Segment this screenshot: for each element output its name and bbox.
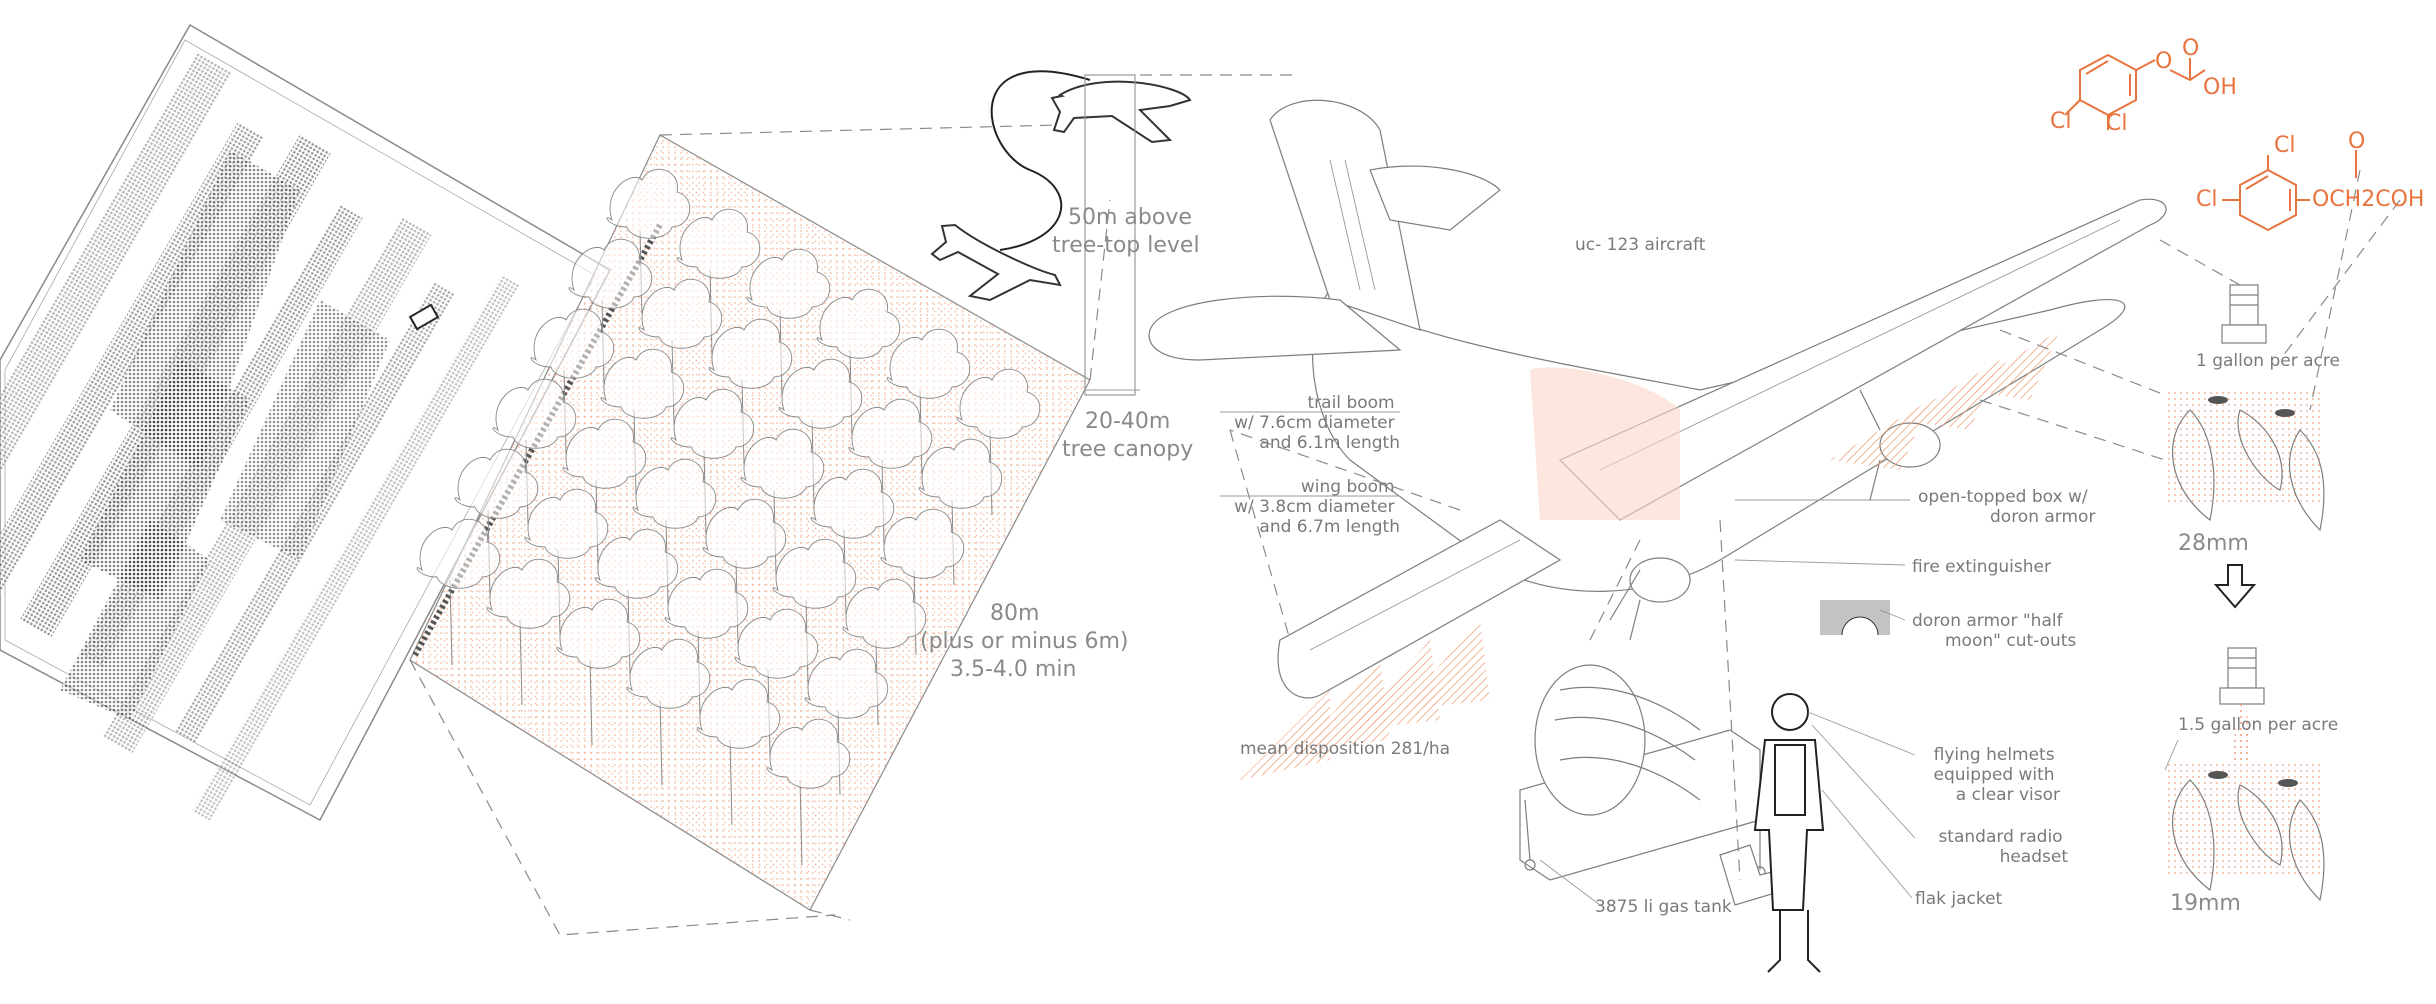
tree-sketch	[746, 248, 831, 396]
swath-label: 80m (plus or minus 6m) 3.5-4.0 min	[920, 601, 1135, 682]
tree-sketch	[778, 358, 863, 506]
tree-sketch	[594, 528, 679, 676]
chemical-structure-b: Cl Cl O OCH2COH	[2196, 129, 2424, 232]
tree-sketch	[804, 648, 889, 796]
svg-text:Cl: Cl	[2274, 133, 2295, 158]
drop2-label: 19mm	[2170, 891, 2241, 916]
svg-text:Cl: Cl	[2196, 187, 2217, 212]
airplane-icon	[1050, 80, 1192, 144]
wing-boom-label: wing boom w/ 3.8cm diameter and 6.7m len…	[1234, 477, 1400, 537]
forest-canopy-block	[409, 124, 1111, 936]
pilot-figure	[1753, 693, 1825, 973]
tree-sketch	[600, 348, 685, 496]
tree-sketch	[766, 718, 851, 866]
canopy-label: 20-40m tree canopy	[1062, 409, 1193, 462]
svg-text:OCH2COH: OCH2COH	[2312, 187, 2424, 212]
altitude-label: 50m above tree-top level	[1052, 205, 1200, 258]
box-label: open-topped box w/ doron armor	[1918, 487, 2095, 527]
drop1-label: 28mm	[2178, 531, 2249, 556]
tree-sketch	[486, 558, 571, 706]
nozzle-icon	[2221, 284, 2267, 344]
extinguisher-label: fire extinguisher	[1912, 557, 2051, 577]
gas-tank-label: 3875 li gas tank	[1595, 897, 1732, 917]
headset-label: standard radio headset	[1938, 827, 2068, 867]
uc-123-aircraft	[1148, 99, 2167, 699]
tree-sketch	[416, 518, 501, 666]
deposition-label: mean disposition 281/ha	[1240, 739, 1450, 759]
tree-sketch	[810, 468, 895, 616]
tree-sketch	[626, 638, 711, 786]
flight-path-loop	[990, 70, 1091, 251]
airplane-icon	[930, 223, 1062, 302]
nozzle-icon	[2219, 647, 2265, 705]
armor-cutout-icon	[1820, 600, 1890, 636]
leaf-sample-2	[2165, 760, 2325, 902]
svg-text:Cl: Cl	[2106, 111, 2127, 136]
rate2-label: 1.5 gallon per acre	[2178, 715, 2338, 735]
rate1-label: 1 gallon per acre	[2196, 351, 2340, 371]
chemical-structure-a: Cl Cl O O OH	[2050, 36, 2237, 136]
tree-sketch	[708, 318, 793, 466]
armor-cutouts-label: doron armor "half moon" cut-outs	[1912, 611, 2076, 651]
tree-sketch	[606, 168, 691, 316]
tree-sketch	[556, 598, 641, 746]
gas-tank	[1519, 664, 1766, 881]
arrow-down-icon	[2213, 564, 2257, 609]
altitude-scale	[1084, 74, 1300, 396]
svg-text:O: O	[2182, 36, 2199, 61]
tree-sketch	[816, 288, 901, 436]
aircraft-title: uc- 123 aircraft	[1575, 235, 1706, 255]
spray-path-map	[0, 23, 611, 822]
helmet-label: flying helmets equipped with a clear vis…	[1934, 745, 2060, 805]
svg-text:OH: OH	[2203, 75, 2237, 100]
jacket-label: flak jacket	[1915, 889, 2003, 909]
trail-boom-label: trail boom w/ 7.6cm diameter and 6.1m le…	[1234, 393, 1400, 453]
tree-sketch	[740, 428, 825, 576]
svg-text:O: O	[2348, 129, 2365, 154]
svg-text:O: O	[2155, 49, 2172, 74]
leaf-sample-1	[2165, 390, 2325, 532]
tree-sketch	[696, 678, 781, 826]
svg-text:Cl: Cl	[2050, 109, 2071, 134]
spray-plumes	[1240, 330, 2060, 780]
